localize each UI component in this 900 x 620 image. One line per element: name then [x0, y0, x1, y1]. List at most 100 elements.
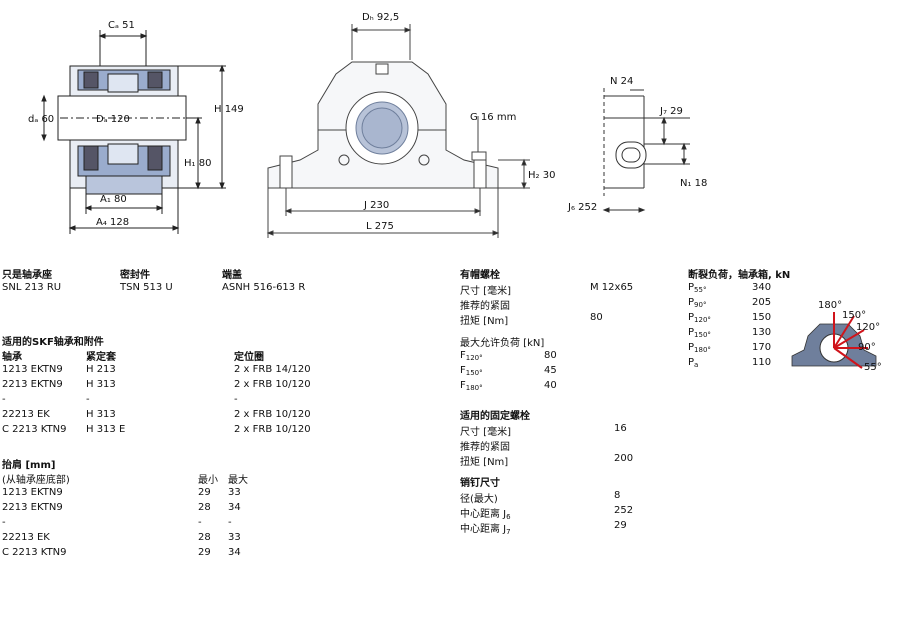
cell: - [234, 394, 238, 405]
cap-load-title: 最大允许负荷 [kN] [460, 338, 545, 349]
dim-H: H 149 [214, 104, 244, 115]
dowel-j6-text: 中心距离 J [460, 509, 507, 520]
load-direction-diagram: 180° 150° 120° 90° 55° [791, 300, 882, 373]
dim-J6: J₆ 252 [567, 202, 597, 213]
dowel-j7-sub: 7 [506, 528, 511, 536]
cell: 28 [198, 532, 211, 543]
cell: 28 [198, 502, 211, 513]
dowel-j6-sub: 6 [506, 513, 511, 521]
cell: 2 x FRB 14/120 [234, 364, 311, 375]
housing-heading: 只是轴承座 [2, 270, 52, 281]
abutment-title: 抬肩 [mm] [2, 460, 56, 471]
cell: H 213 [86, 364, 116, 375]
seal-heading: 密封件 [120, 270, 150, 281]
cap-bolts-title: 有帽螺栓 [460, 270, 500, 281]
load-symbol: F [460, 380, 466, 391]
cell: - [198, 517, 202, 528]
breaking-value: 150 [752, 312, 772, 323]
cell: 2 x FRB 10/120 [234, 409, 311, 420]
cell: 34 [228, 502, 241, 513]
dim-A4: A₄ 128 [96, 217, 129, 228]
cap-bolt-size-label: 尺寸 [毫米] [460, 286, 511, 297]
cell: 2213 EKTN9 [2, 502, 63, 513]
breaking-value: 205 [752, 297, 772, 308]
housing-value: SNL 213 RU [2, 282, 62, 293]
load-subscript: 120° [465, 354, 483, 362]
breaking-symbol: P [688, 297, 695, 308]
breaking-symbol: P [688, 342, 695, 353]
load-row: F180° 40 [460, 380, 557, 392]
dim-N1: N₁ 18 [680, 178, 707, 189]
dowel-j7-value: 29 [614, 520, 627, 531]
cell: - [2, 394, 6, 405]
dim-J7: J₇ 29 [659, 106, 683, 117]
section-view [41, 30, 226, 234]
cell: H 313 [86, 409, 116, 420]
cell: H 313 [86, 379, 116, 390]
breaking-value: 130 [752, 327, 772, 338]
cell: 1213 EKTN9 [2, 364, 63, 375]
parts-header-ring: 定位圈 [234, 352, 264, 363]
load-value: 40 [544, 380, 557, 391]
angle-label: 55° [864, 362, 882, 373]
dowel-title: 销钉尺寸 [460, 478, 500, 489]
breaking-row: P180° 170 [688, 342, 771, 354]
dim-L: L 275 [366, 221, 394, 232]
dowel-j7-label: 中心距离 J7 [460, 520, 511, 536]
end-cover-value: ASNH 516-613 R [222, 282, 306, 293]
breaking-subscript: 55° [694, 286, 707, 294]
dim-da: dₐ 60 [28, 114, 54, 125]
breaking-load-title: 断裂负荷，轴承箱, kN [688, 270, 791, 281]
dowel-j6-label: 中心距离 J6 [460, 505, 511, 521]
breaking-row: P120° 150 [688, 312, 771, 324]
breaking-symbol: P [688, 312, 695, 323]
breaking-value: 110 [752, 357, 772, 368]
load-symbol: F [460, 350, 466, 361]
cell: 34 [228, 547, 241, 558]
attach-bolt-size-label: 尺寸 [毫米] [460, 427, 511, 438]
cell: 22213 EK [2, 532, 50, 543]
seal-value: TSN 513 U [120, 282, 173, 293]
dowel-j6-value: 252 [614, 505, 634, 516]
load-symbol: F [460, 365, 466, 376]
parts-header-bearing: 轴承 [2, 352, 22, 363]
dim-H1: H₁ 80 [184, 158, 211, 169]
cell: 33 [228, 532, 241, 543]
dowel-d-value: 8 [614, 490, 621, 501]
breaking-symbol: P [688, 282, 695, 293]
breaking-symbol: P [688, 327, 695, 338]
attach-bolt-torque-label: 扭矩 [Nm] [460, 457, 509, 468]
angle-label: 150° [842, 310, 866, 321]
angle-label: 180° [818, 300, 842, 311]
abutment-subtitle: (从轴承座底部) [2, 475, 70, 486]
cap-bolt-torque-label: 扭矩 [Nm] [460, 316, 509, 327]
parts-header-sleeve: 紧定套 [86, 352, 116, 363]
cell: - [2, 517, 6, 528]
dowel-detail-view [602, 88, 690, 213]
cell: - [228, 517, 232, 528]
parts-title: 适用的SKF轴承和附件 [2, 337, 104, 348]
dowel-d-label: 径(最大) [460, 494, 498, 505]
dowel-j7-text: 中心距离 J [460, 524, 507, 535]
attach-bolt-torque-title: 推荐的紧固 [460, 442, 510, 453]
angle-label: 90° [858, 342, 876, 353]
abutment-max-header: 最大 [228, 475, 248, 486]
dim-H2: H₂ 30 [528, 170, 555, 181]
load-row: F150° 45 [460, 365, 557, 377]
breaking-row: P55° 340 [688, 282, 771, 294]
breaking-value: 170 [752, 342, 772, 353]
load-subscript: 180° [465, 384, 483, 392]
cell: C 2213 KTN9 [2, 424, 67, 435]
attach-bolts-title: 适用的固定螺栓 [460, 411, 530, 422]
dim-J: J 230 [363, 200, 389, 211]
dim-N: N 24 [610, 76, 633, 87]
load-row: F120° 80 [460, 350, 557, 362]
breaking-subscript: 120° [694, 316, 711, 324]
technical-drawing: Cₐ 51 dₐ 60 Dₐ 120 H 149 H₁ 80 A₁ 80 A₄ … [28, 12, 707, 238]
cell: 22213 EK [2, 409, 50, 420]
cell: 2 x FRB 10/120 [234, 379, 311, 390]
dim-ca: Cₐ 51 [108, 20, 135, 31]
breaking-subscript: a [694, 361, 699, 369]
breaking-row: P150° 130 [688, 327, 771, 339]
load-subscript: 150° [465, 369, 483, 377]
